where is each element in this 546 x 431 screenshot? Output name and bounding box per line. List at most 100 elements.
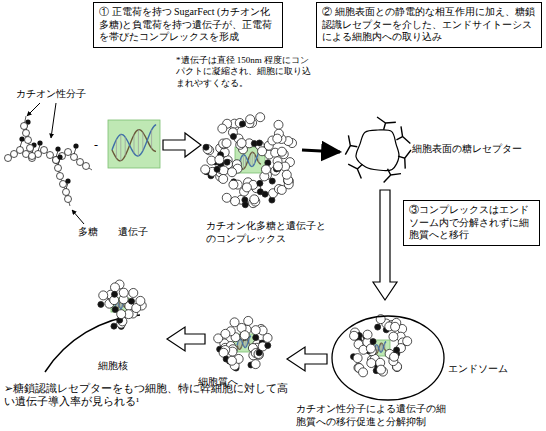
cation-bead	[375, 324, 381, 330]
cation-bead	[253, 335, 259, 341]
dna-rung	[252, 152, 253, 167]
complex	[201, 113, 297, 208]
sugar-bead	[366, 344, 375, 353]
sugar-bead	[246, 115, 255, 124]
part-label: 細胞核	[98, 360, 128, 373]
dna-rung	[125, 137, 126, 156]
sugar-bead	[29, 153, 36, 160]
dna-rung	[245, 156, 246, 166]
sugar-bead	[389, 332, 398, 341]
cation-bead	[230, 133, 236, 139]
sugar-receptor	[398, 150, 411, 169]
caption: カチオン性分子による遺伝子の細胞質への移行促進と分解抑制	[296, 403, 448, 428]
cation-bead	[257, 180, 263, 186]
side-chain	[74, 148, 76, 154]
part-label: 多糖	[78, 226, 98, 239]
part-label: カチオン性分子	[16, 88, 86, 101]
sugar-bead	[376, 365, 385, 374]
cation-bead	[55, 146, 60, 151]
sugar-receptor	[396, 126, 410, 143]
sugar-bead	[353, 354, 362, 363]
sugar-bead	[390, 352, 399, 361]
sugar-bead	[367, 359, 376, 368]
sugar-bead	[47, 152, 54, 159]
endosome-membrane	[332, 316, 444, 400]
dna-rung	[116, 139, 117, 158]
hollow-arrow	[287, 347, 327, 371]
dna-rung	[382, 344, 383, 350]
sugar-bead	[215, 155, 224, 164]
sugar-bead	[129, 288, 138, 297]
step-callout-box: ① 正電荷を持つ SugarFect (カチオン化多糖)と負電荷を持つ遺伝子が、…	[93, 2, 283, 48]
sugar-bead	[350, 331, 359, 340]
sugar-bead	[219, 174, 228, 183]
sugar-bead	[221, 329, 230, 338]
dna-rung	[238, 341, 239, 348]
sugar-bead	[21, 123, 28, 130]
cation-bead	[98, 301, 104, 307]
dna-rung	[250, 155, 251, 165]
sugar-bead	[359, 368, 368, 377]
sugar-bead	[277, 185, 286, 194]
sugar-bead	[136, 296, 145, 305]
sugar-bead	[273, 162, 282, 171]
note: ➢糖鎖認識レセプターをもつ細胞、特に幹細胞に対して高い遺伝子導入率が見られる¹	[4, 382, 294, 408]
sugar-bead	[110, 283, 119, 292]
sugar-bead	[222, 139, 231, 148]
sugar-bead	[251, 326, 260, 335]
sugar-bead	[251, 360, 260, 369]
hollow-arrow	[373, 190, 397, 300]
dna-rung	[249, 338, 250, 345]
cation-bead	[203, 144, 209, 150]
dna-strand	[112, 125, 156, 156]
note: *遺伝子は直径 150nm 程度にコンパクトに凝縮され、細胞に取り込まれやすくな…	[176, 55, 314, 89]
sugar-bead	[228, 168, 237, 177]
sugar-bead	[227, 356, 236, 365]
sugar-bead	[240, 331, 249, 340]
step-text: ② 細胞表面との静電的な相互作用に加え、糖鎖認識レセプターを介した、エンドサイト…	[322, 6, 536, 44]
cation-bead	[256, 350, 262, 356]
leader-line	[51, 103, 56, 138]
sugar-bead	[254, 350, 263, 359]
sugar-bead	[119, 288, 128, 297]
dna-rung	[142, 132, 143, 151]
cation-bead	[256, 140, 262, 146]
sugar-bead	[63, 189, 70, 196]
sugar-bead	[219, 166, 228, 175]
side-chain	[58, 159, 60, 165]
sugar-bead	[254, 349, 263, 358]
leader-line	[27, 103, 40, 116]
cation-bead	[112, 291, 118, 297]
sugar-bead	[57, 173, 64, 180]
cation-bead	[19, 136, 24, 141]
sugar-bead	[117, 310, 126, 319]
sugar-bead	[23, 130, 30, 137]
cation-bead	[242, 202, 248, 208]
sugar-receptor	[345, 135, 357, 154]
cation-bead	[214, 166, 220, 172]
gene	[108, 120, 160, 168]
dna-rung	[254, 154, 255, 164]
cation-bead	[262, 191, 268, 197]
mix-sign: -	[94, 138, 98, 153]
sugar-bead	[83, 163, 90, 170]
sugar-bead	[231, 197, 240, 206]
sugar-bead	[274, 120, 283, 129]
sugar-bead	[363, 330, 372, 339]
sugar-bead	[240, 332, 249, 341]
sugar-receptor	[384, 169, 401, 183]
sugar-bead	[277, 147, 286, 156]
sugar-receptor	[348, 164, 362, 178]
sugar-bead	[229, 180, 238, 189]
sugar-bead	[244, 316, 253, 325]
sugar-bead	[55, 165, 62, 172]
leader-line	[72, 210, 84, 224]
black-arrow	[302, 150, 340, 152]
dna-rung	[239, 339, 240, 349]
sugar-bead	[218, 124, 227, 133]
dna-rung	[120, 302, 121, 308]
hollow-arrow	[167, 327, 205, 351]
part-label: 遺伝子	[118, 226, 148, 239]
cation-bead	[111, 323, 117, 329]
sugar-bead	[256, 113, 265, 122]
